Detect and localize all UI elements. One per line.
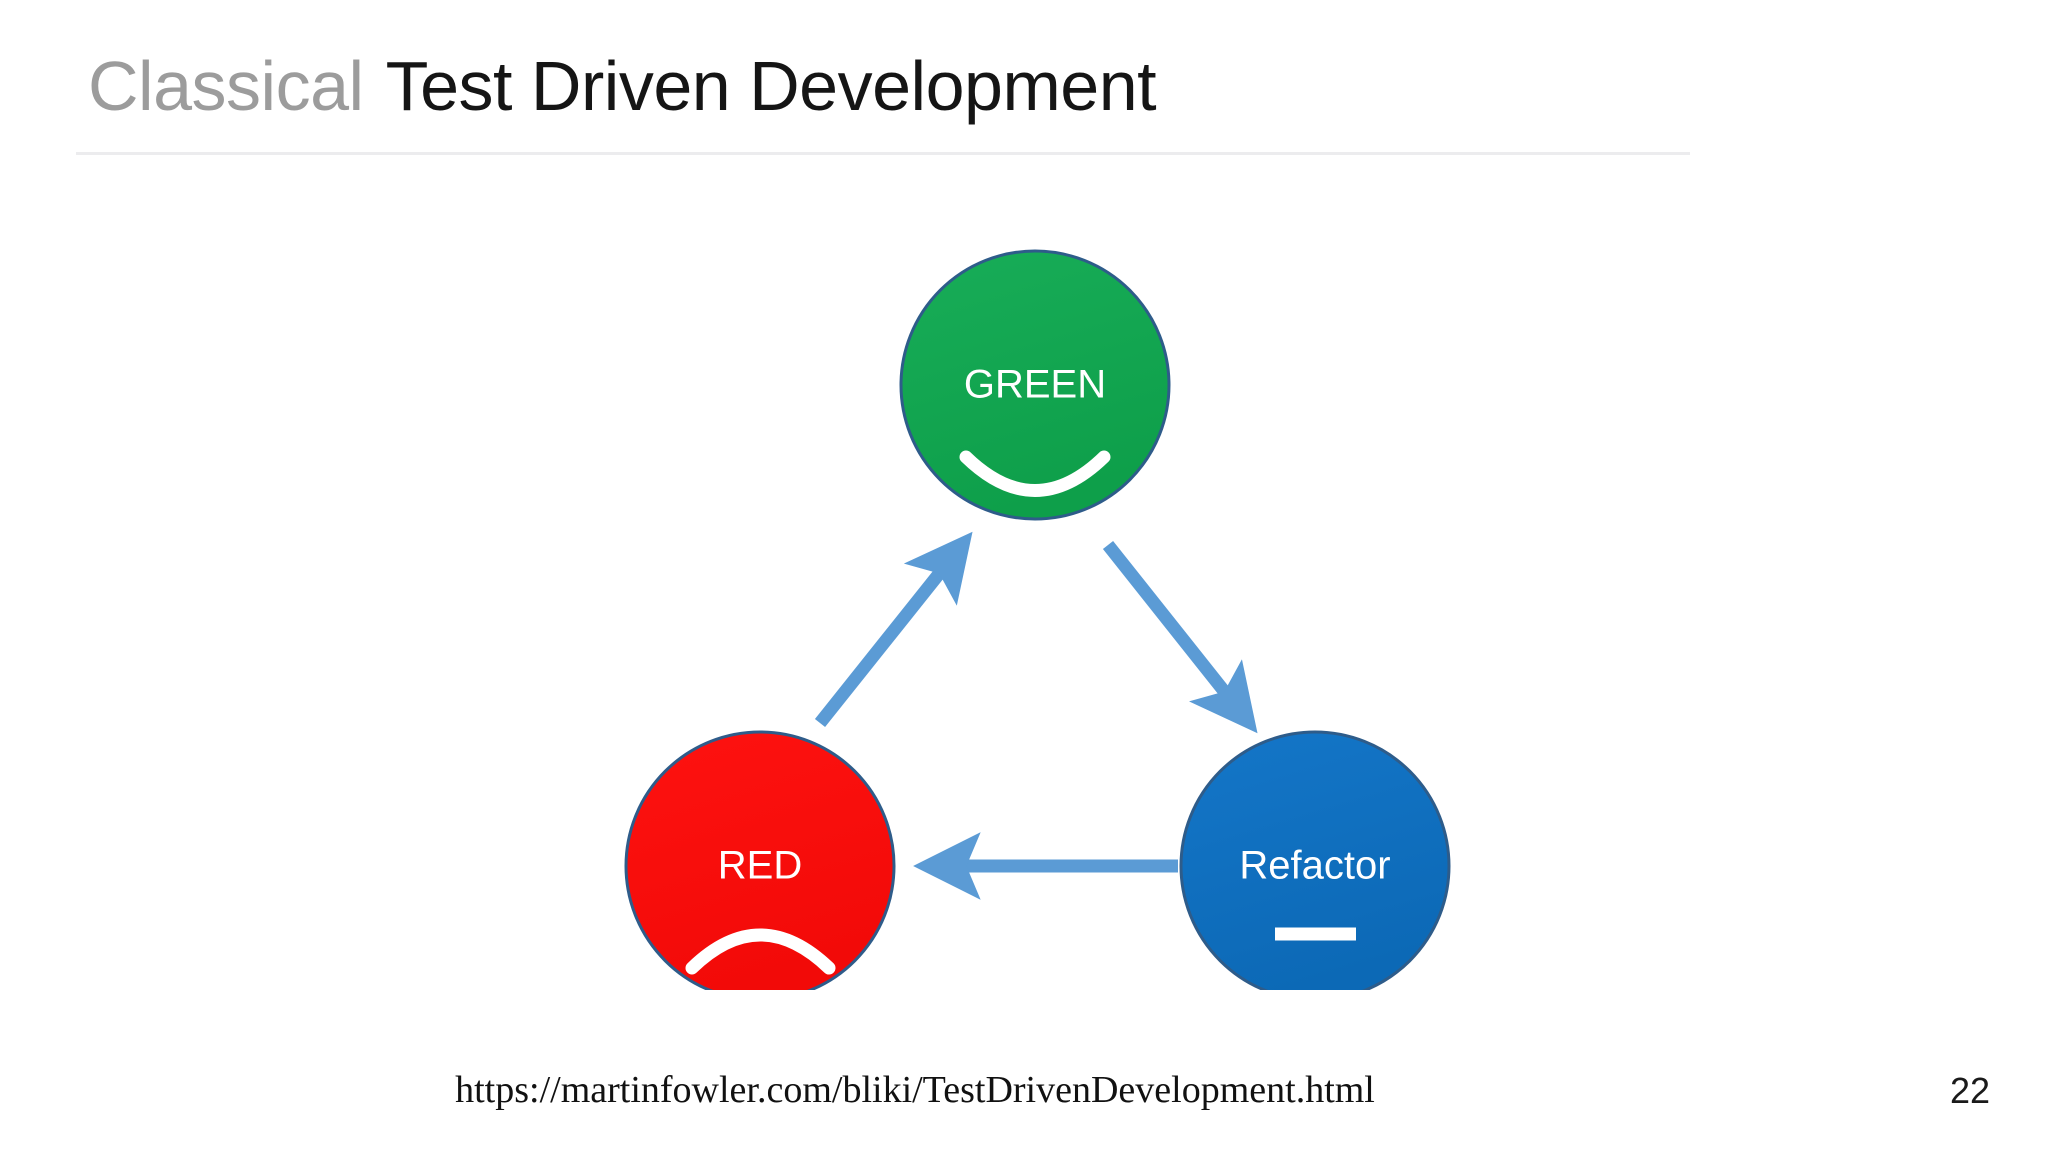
tdd-cycle-diagram: GREEN RED Refactor [0, 160, 2048, 990]
node-refactor[interactable]: Refactor [1179, 730, 1451, 990]
title-main-text: Test Driven Development [385, 47, 1157, 125]
title-divider [76, 152, 1690, 155]
node-red[interactable]: RED [624, 730, 896, 990]
arrow-green-to-refactor [1102, 540, 1258, 734]
diagram-arrows [814, 531, 1258, 900]
refactor-circle-shape [1179, 730, 1451, 990]
page-title: Classical Test Driven Development [88, 36, 1788, 136]
arrow-red-to-green [814, 531, 973, 728]
page-number: 22 [1949, 1070, 1990, 1111]
red-node-label: RED [718, 844, 802, 888]
green-node-label: GREEN [964, 363, 1106, 407]
red-circle-shape [624, 730, 896, 990]
smile-icon [959, 450, 1111, 497]
node-green[interactable]: GREEN [899, 249, 1171, 521]
source-url[interactable]: https://martinfowler.com/bliki/TestDrive… [455, 1069, 1375, 1111]
refactor-node-label: Refactor [1239, 844, 1390, 888]
frown-icon [685, 928, 836, 975]
title-accent-text: Classical [88, 47, 364, 125]
